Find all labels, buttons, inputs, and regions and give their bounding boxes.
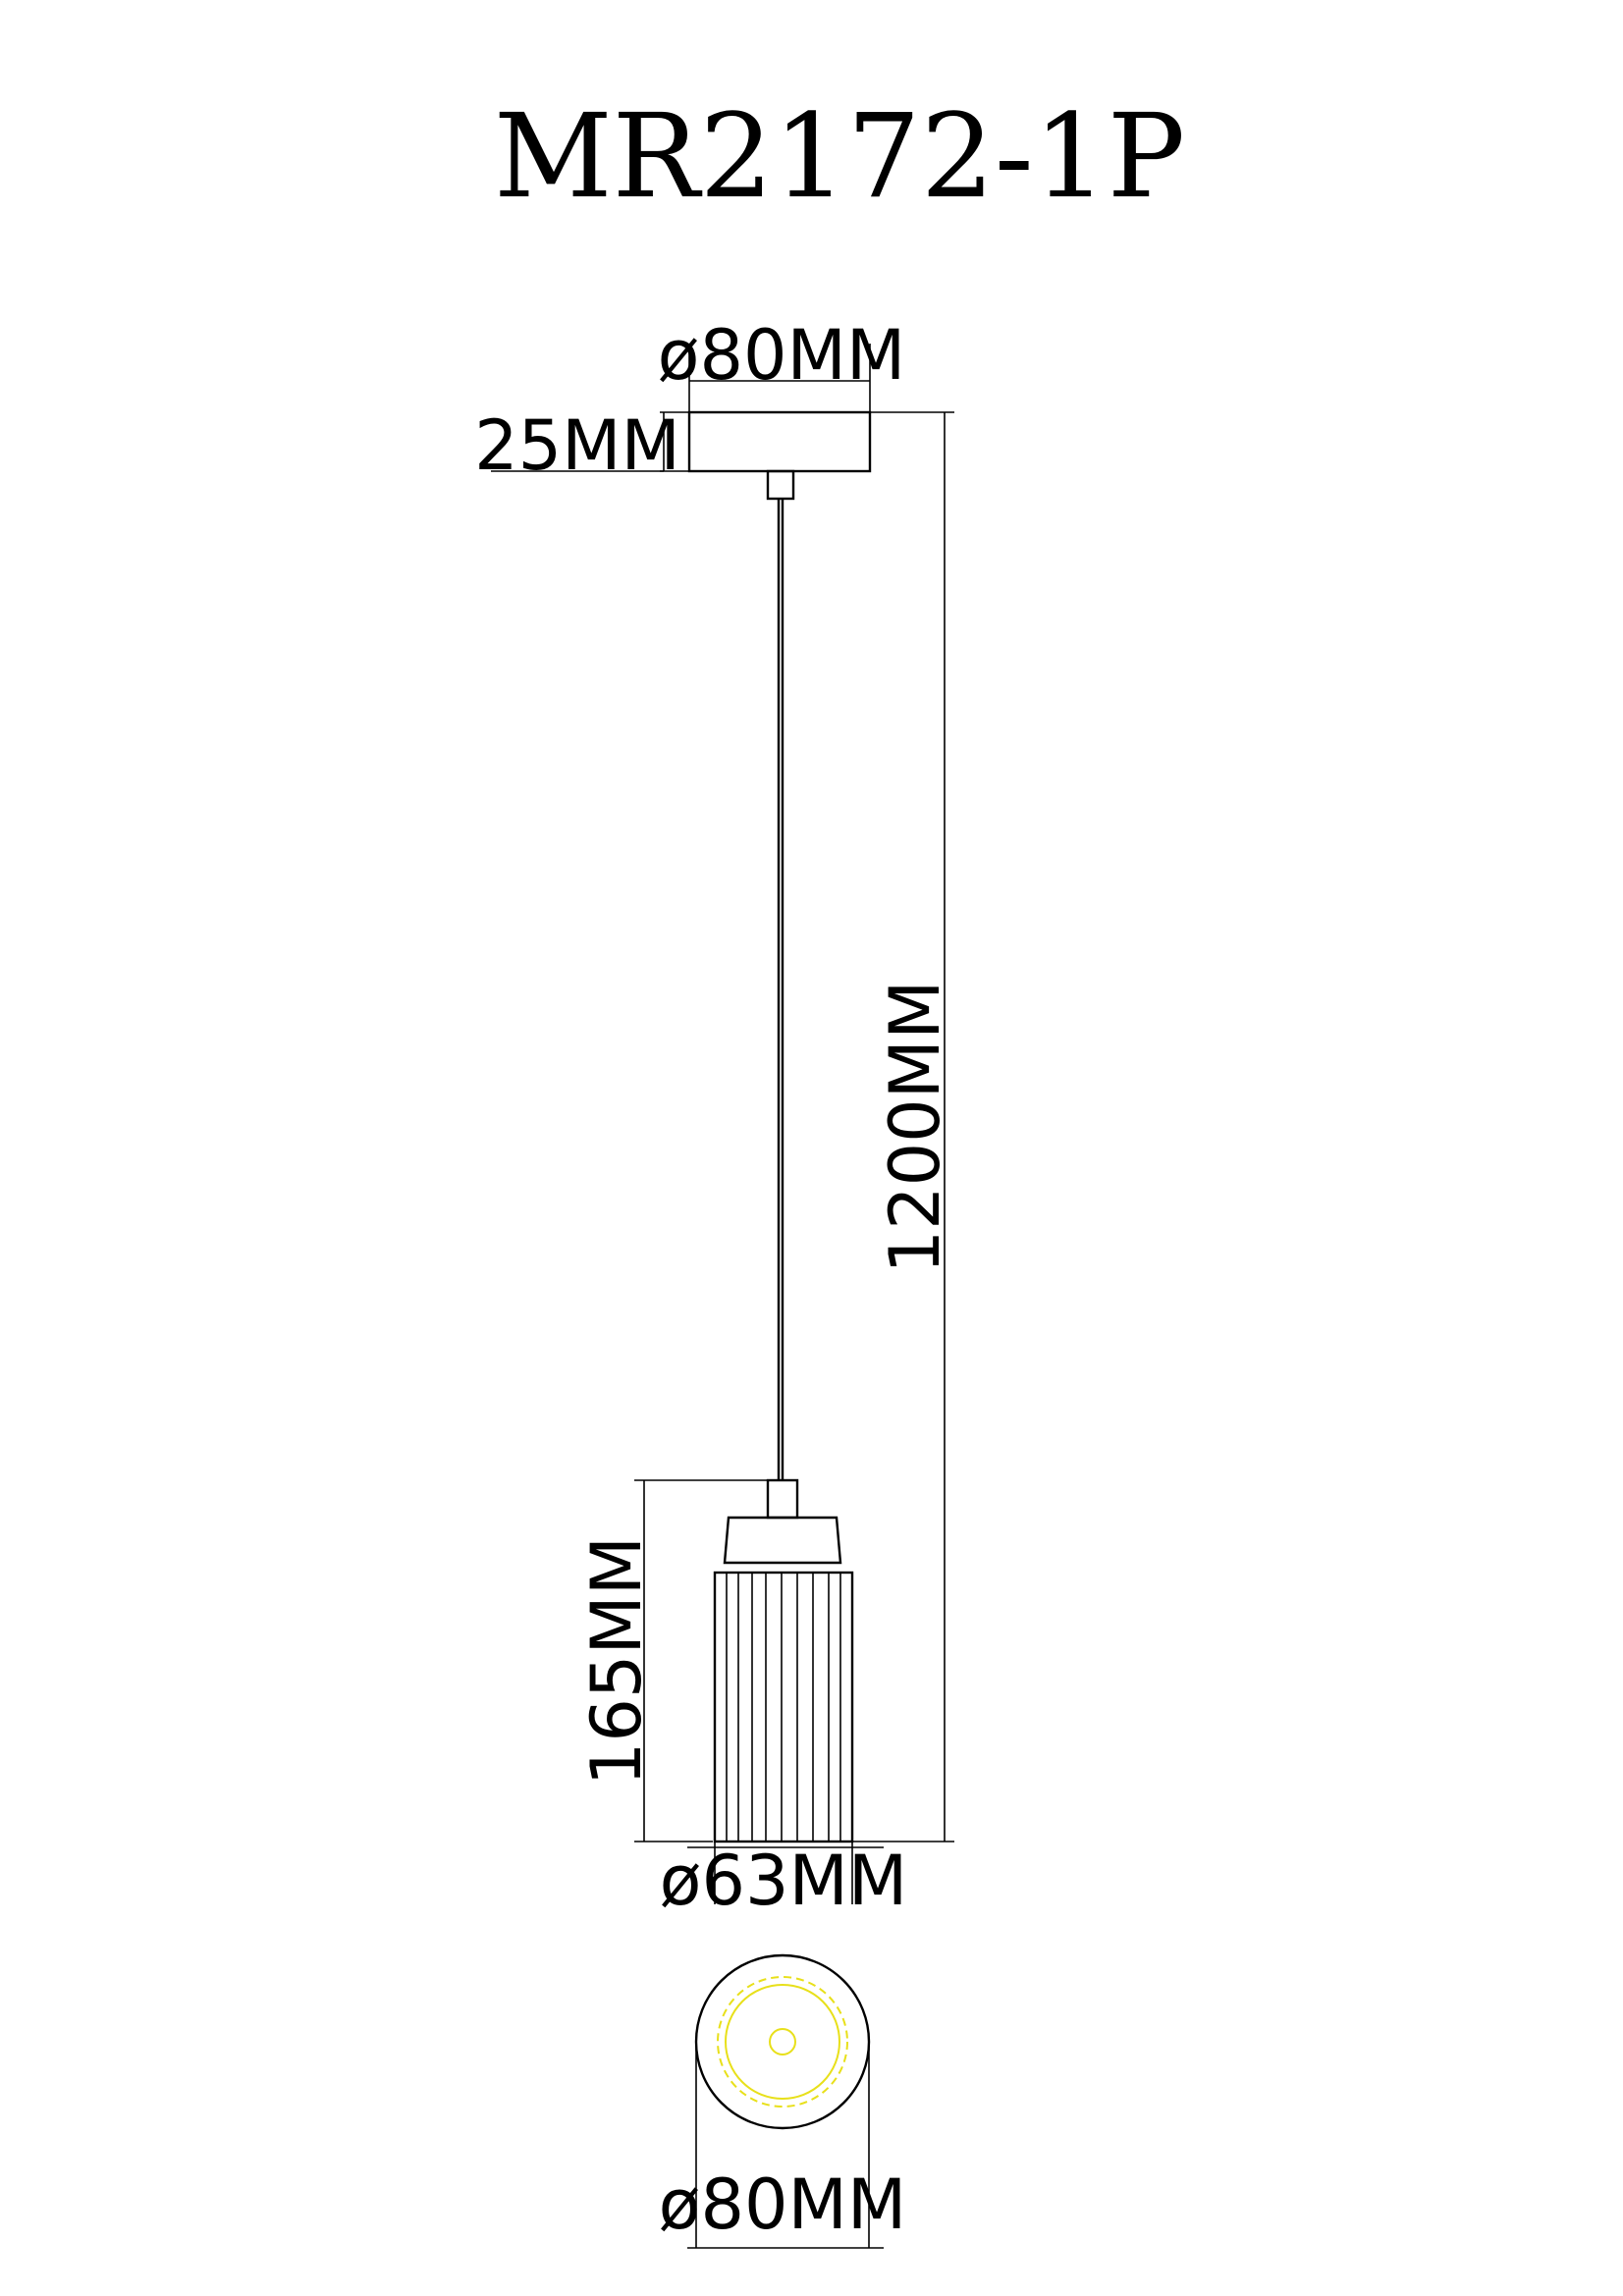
canopy-diameter-dimension: ø80MM bbox=[658, 315, 906, 412]
canopy-height-label: 25MM bbox=[474, 405, 680, 486]
shade-height-label: 165MM bbox=[576, 1536, 657, 1786]
lamp-connector bbox=[766, 1478, 799, 1520]
bottom-diameter-label: ø80MM bbox=[659, 2164, 907, 2245]
canopy-diameter-label: ø80MM bbox=[658, 315, 906, 396]
bottom-view-center bbox=[769, 2028, 796, 2056]
bottom-view-fluting-ring bbox=[725, 1984, 840, 2100]
bottom-view-outer-circle bbox=[694, 1953, 871, 2130]
model-title: MR2172-1P bbox=[494, 88, 1185, 224]
shade-height-dimension: 165MM bbox=[576, 1479, 780, 1842]
shade-diameter-label: ø63MM bbox=[660, 1841, 908, 1921]
total-height-label: 1200MM bbox=[875, 981, 955, 1274]
lamp-cap bbox=[723, 1516, 842, 1565]
bottom-view bbox=[694, 1953, 871, 2130]
bottom-view-inner-ring bbox=[717, 1976, 848, 2108]
bottom-diameter-dimension: ø80MM bbox=[659, 2042, 907, 2249]
canopy bbox=[687, 410, 872, 473]
fluted-shade bbox=[713, 1571, 854, 1843]
lamp-body bbox=[713, 1478, 854, 1843]
canopy-height-dimension: 25MM bbox=[474, 405, 689, 486]
canopy-connector bbox=[766, 469, 795, 501]
total-height-dimension: 1200MM bbox=[844, 411, 955, 1842]
shade-diameter-dimension: ø63MM bbox=[660, 1841, 908, 1921]
